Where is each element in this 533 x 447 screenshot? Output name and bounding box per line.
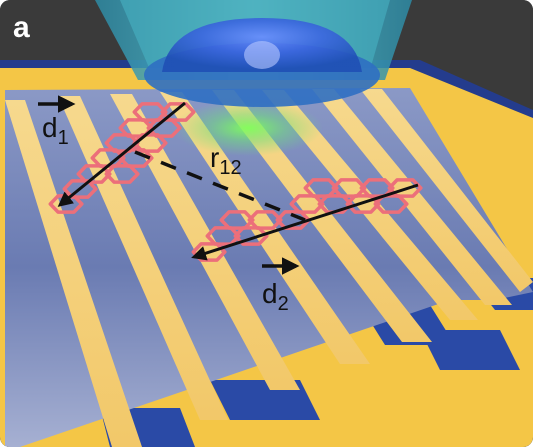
hexagon-ring [118,148,154,168]
d1-sub: 1 [57,127,69,149]
hexagon-ring [317,194,353,214]
separation-label-r12: r12 [210,142,242,179]
hexagon-ring [104,164,140,184]
dipole-label-d1: d1 [42,112,69,149]
r12-main: r [210,142,220,173]
hexagon-ring [345,194,381,214]
dipole-label-d2: d2 [262,278,289,315]
hexagon-ring [373,194,409,214]
hexagon-ring [160,102,196,122]
d1-main: d [42,112,58,143]
microscope-objective [95,0,412,107]
hexagon-ring [247,210,283,230]
dipole-arrow-2 [191,183,419,261]
r12-sub: 12 [219,157,242,179]
molecule-1 [48,102,196,214]
panel-letter: a [13,11,30,44]
d2-main: d [262,278,278,309]
dipole-arrow-1 [57,101,186,207]
hexagon-ring [233,226,269,246]
hexagon-ring [76,164,112,184]
excitation-spot [173,100,323,156]
hexagon-ring [275,210,311,230]
hexagon-ring [387,178,423,198]
separation-dashed-line [134,150,306,222]
hexagon-ring [289,194,325,214]
d2-sub: 2 [277,293,289,315]
hexagon-ring [146,118,182,138]
